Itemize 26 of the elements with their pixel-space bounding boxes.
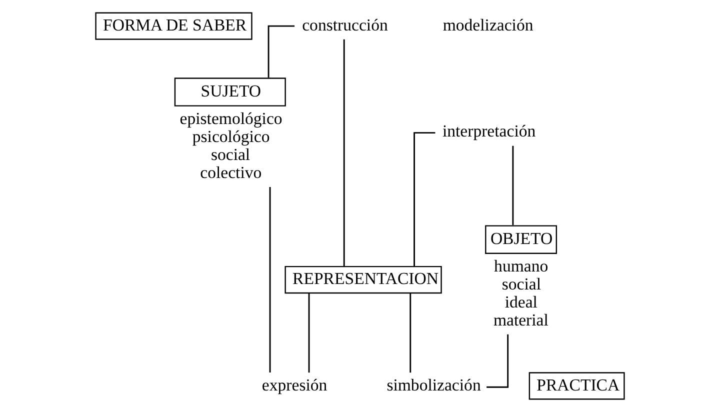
node-label: social xyxy=(210,145,250,164)
connector xyxy=(409,293,411,373)
connector xyxy=(342,39,344,266)
node-text: construcción xyxy=(302,16,388,35)
connector xyxy=(413,132,435,266)
node-text: expresión xyxy=(261,375,327,394)
label: modelización xyxy=(442,16,533,35)
node-label: social xyxy=(501,274,541,294)
node-label: colectivo xyxy=(200,163,262,182)
connector xyxy=(267,25,294,78)
node-label: psicológico xyxy=(192,127,270,146)
node-box: PRACTICA xyxy=(528,372,624,400)
connector xyxy=(308,293,310,373)
node-text: interpretación xyxy=(442,122,536,141)
connector xyxy=(486,334,508,388)
node-box: FORMA DE SABER xyxy=(94,12,252,40)
node-label: material xyxy=(492,310,548,330)
node-box: SUJETO xyxy=(174,78,286,106)
connector xyxy=(512,146,514,226)
connector xyxy=(268,186,270,372)
node-box: REPRESENTACION xyxy=(284,266,442,294)
node-text: simbolización xyxy=(386,375,480,394)
node-label: epistemológico xyxy=(179,109,282,128)
node-label: ideal xyxy=(504,292,537,312)
node-box: OBJETO xyxy=(484,225,557,254)
node-label: humano xyxy=(494,256,548,276)
